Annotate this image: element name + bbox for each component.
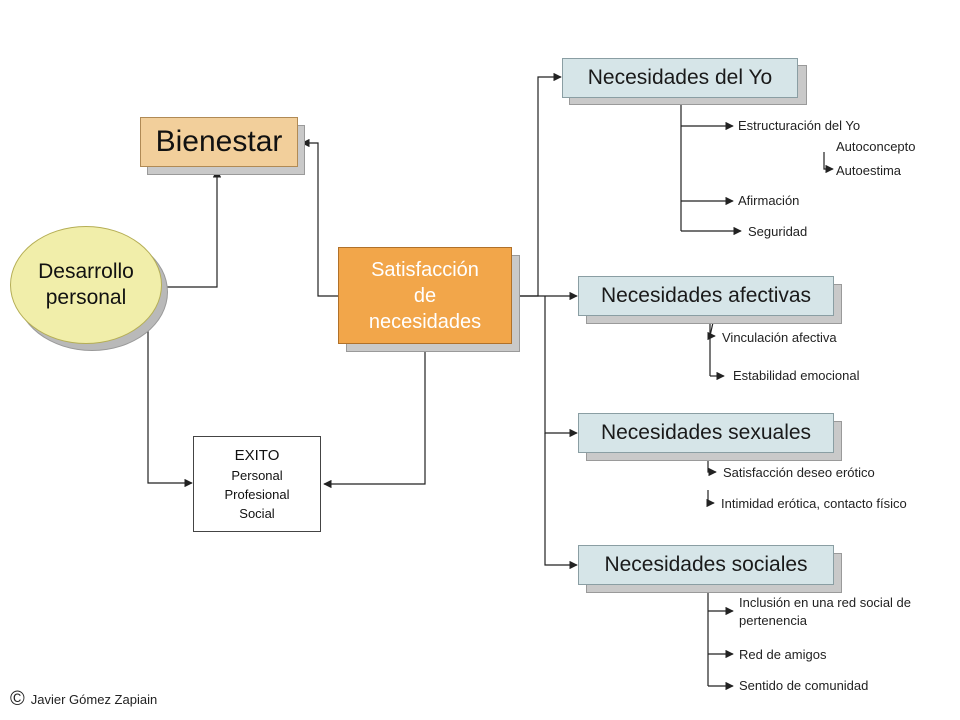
bienestar-box: Bienestar bbox=[140, 117, 298, 167]
yo-item-afirmacion: Afirmación bbox=[738, 193, 800, 208]
arrow-desarrollo-to-bienestar bbox=[165, 169, 222, 288]
arrow-to-necesidades-sexuales bbox=[544, 296, 578, 438]
exito-item: Profesional bbox=[224, 486, 290, 502]
necesidades-sexuales-title: Necesidades sexuales bbox=[600, 421, 812, 444]
sociales-item-amigos: Red de amigos bbox=[739, 647, 827, 662]
exito-item: Personal bbox=[231, 467, 283, 483]
necesidades-yo-box: Necesidades del Yo bbox=[562, 58, 798, 98]
satisfaccion-box: Satisfacción de necesidades bbox=[338, 247, 512, 344]
afectivas-item-vinculacion: Vinculación afectiva bbox=[722, 330, 837, 345]
necesidades-yo-title: Necesidades del Yo bbox=[587, 66, 773, 89]
arrow-satisfaccion-to-bienestar bbox=[301, 138, 338, 297]
necesidades-sociales-title: Necesidades sociales bbox=[604, 553, 808, 576]
exito-item: Social bbox=[239, 505, 275, 521]
necesidades-sexuales-box: Necesidades sexuales bbox=[578, 413, 834, 453]
necesidades-afectivas-box: Necesidades afectivas bbox=[578, 276, 834, 316]
copyright-notice: © Javier Gómez Zapiain bbox=[10, 688, 157, 711]
yo-item-estructuracion: Estructuración del Yo bbox=[738, 118, 861, 133]
arrow-sexuales-satisfaccion bbox=[707, 458, 717, 477]
sociales-item-comunidad: Sentido de comunidad bbox=[739, 678, 869, 693]
copyright-icon: © bbox=[10, 688, 25, 710]
afectivas-item-estabilidad: Estabilidad emocional bbox=[733, 368, 860, 383]
necesidades-afectivas-title: Necesidades afectivas bbox=[600, 284, 812, 307]
satisfaccion-line2: de bbox=[413, 284, 437, 307]
bienestar-label: Bienestar bbox=[155, 125, 283, 158]
sexuales-item-satisfaccion: Satisfacción deseo erótico bbox=[723, 465, 875, 480]
desarrollo-personal-ellipse: Desarrollo personal bbox=[10, 226, 162, 344]
arrow-afectivas-vinculacion bbox=[707, 317, 716, 341]
arrow-sexuales-intimidad bbox=[706, 490, 715, 508]
arrow-desarrollo-to-exito bbox=[147, 330, 193, 488]
arrow-to-necesidades-sociales bbox=[544, 433, 578, 570]
necesidades-sociales-box: Necesidades sociales bbox=[578, 545, 834, 585]
yo-item-seguridad: Seguridad bbox=[748, 224, 808, 239]
satisfaccion-line1: Satisfacción bbox=[371, 258, 479, 281]
satisfaccion-line3: necesidades bbox=[368, 310, 482, 333]
arrow-satisfaccion-to-exito bbox=[323, 345, 426, 489]
sexuales-item-intimidad: Intimidad erótica, contacto físico bbox=[721, 496, 907, 511]
exito-box: EXITO Personal Profesional Social bbox=[193, 436, 321, 532]
exito-title: EXITO bbox=[234, 446, 280, 464]
arrow-yo-autoestima bbox=[823, 152, 834, 174]
copyright-author: Javier Gómez Zapiain bbox=[30, 692, 158, 707]
sociales-item-inclusion: Inclusión en una red social de pertenenc… bbox=[739, 595, 912, 628]
yo-item-autoconcepto: Autoconcepto bbox=[836, 139, 916, 154]
desarrollo-label-line2: personal bbox=[45, 286, 127, 309]
yo-item-autoestima: Autoestima bbox=[836, 163, 902, 178]
arrow-to-necesidades-yo bbox=[513, 72, 562, 297]
desarrollo-label-line1: Desarrollo bbox=[38, 260, 134, 283]
